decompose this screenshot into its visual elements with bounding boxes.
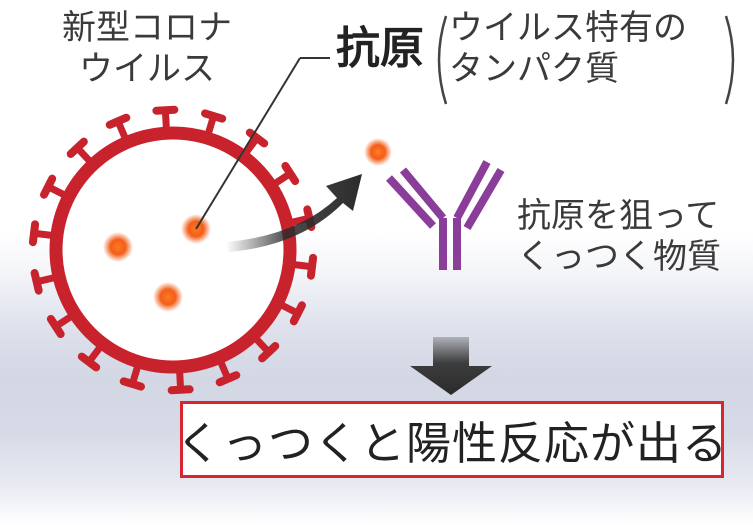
virus-spike-head bbox=[66, 137, 88, 158]
virus-spike-head bbox=[30, 269, 43, 295]
curved-arrow-icon bbox=[226, 174, 362, 252]
antigen-dot-icon bbox=[364, 138, 392, 166]
antibody-label: 抗原を狙って くっつく物質 bbox=[517, 196, 721, 278]
virus-spike-head bbox=[258, 342, 280, 363]
virus-membrane bbox=[49, 126, 297, 374]
down-arrow-icon bbox=[410, 337, 492, 395]
virus-spike-head bbox=[215, 371, 241, 387]
virus-spike-head bbox=[281, 161, 300, 186]
virus-spike-head bbox=[306, 253, 318, 280]
virus-spike-head bbox=[167, 385, 194, 395]
virus-spike-head bbox=[77, 352, 101, 372]
coronavirus-icon bbox=[28, 105, 318, 395]
result-box: くっつくと陽性反応が出る bbox=[176, 401, 727, 478]
virus-spike-head bbox=[119, 377, 145, 391]
antigen-description: ウイルス特有の タンパク質 bbox=[449, 8, 687, 90]
antigen-term-label: 抗原 bbox=[336, 23, 424, 74]
virus-spike-head bbox=[152, 105, 179, 115]
virus-spike-head bbox=[245, 128, 269, 148]
leader-line bbox=[195, 57, 330, 230]
virus-spike-head bbox=[28, 220, 40, 247]
virus-spike-head bbox=[46, 314, 65, 339]
virus-label: 新型コロナ ウイルス bbox=[62, 8, 232, 90]
antigen-dot-icon bbox=[153, 282, 183, 312]
result-text: くっつくと陽性反応が出る bbox=[176, 417, 729, 470]
right-paren bbox=[724, 15, 735, 105]
antigen-dot-icon bbox=[103, 232, 133, 262]
left-paren bbox=[437, 15, 448, 105]
virus-spikes bbox=[28, 105, 318, 395]
y-shaped-antibody-icon bbox=[386, 160, 505, 270]
virus-spike-head bbox=[201, 109, 227, 123]
virus-spike-head bbox=[40, 174, 57, 199]
virus-spike-head bbox=[289, 301, 306, 326]
virus-spike-head bbox=[105, 113, 131, 129]
